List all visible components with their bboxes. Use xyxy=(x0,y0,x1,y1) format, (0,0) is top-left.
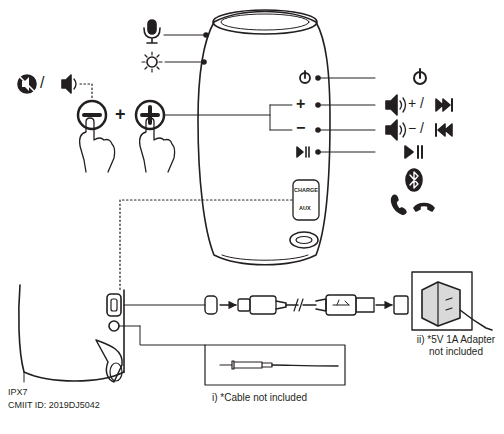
rating-label: IPX7 xyxy=(8,387,28,397)
callout-volume-up: + / xyxy=(408,95,424,111)
aux-cable-box xyxy=(205,345,345,385)
port-label: CHARGE xyxy=(294,187,318,193)
cable-note: i) *Cable not included xyxy=(212,392,307,404)
certification-id: CMIIT ID: 2019DJ5042 xyxy=(8,400,100,410)
volume-up-button: + xyxy=(296,95,305,113)
separator-slash: / xyxy=(40,74,44,92)
port-cover xyxy=(293,180,319,220)
speaker-top xyxy=(213,10,317,34)
callout-volume-down: − / xyxy=(408,120,424,136)
wall-socket xyxy=(412,272,472,330)
speaker-side-view xyxy=(19,285,124,381)
speaker-body xyxy=(198,12,330,265)
plus-sign: + xyxy=(115,104,126,125)
port-label: AUX xyxy=(299,205,311,211)
volume-down-button: − xyxy=(296,119,305,137)
adapter-note: ii) *5V 1A Adapter not included xyxy=(414,334,498,357)
